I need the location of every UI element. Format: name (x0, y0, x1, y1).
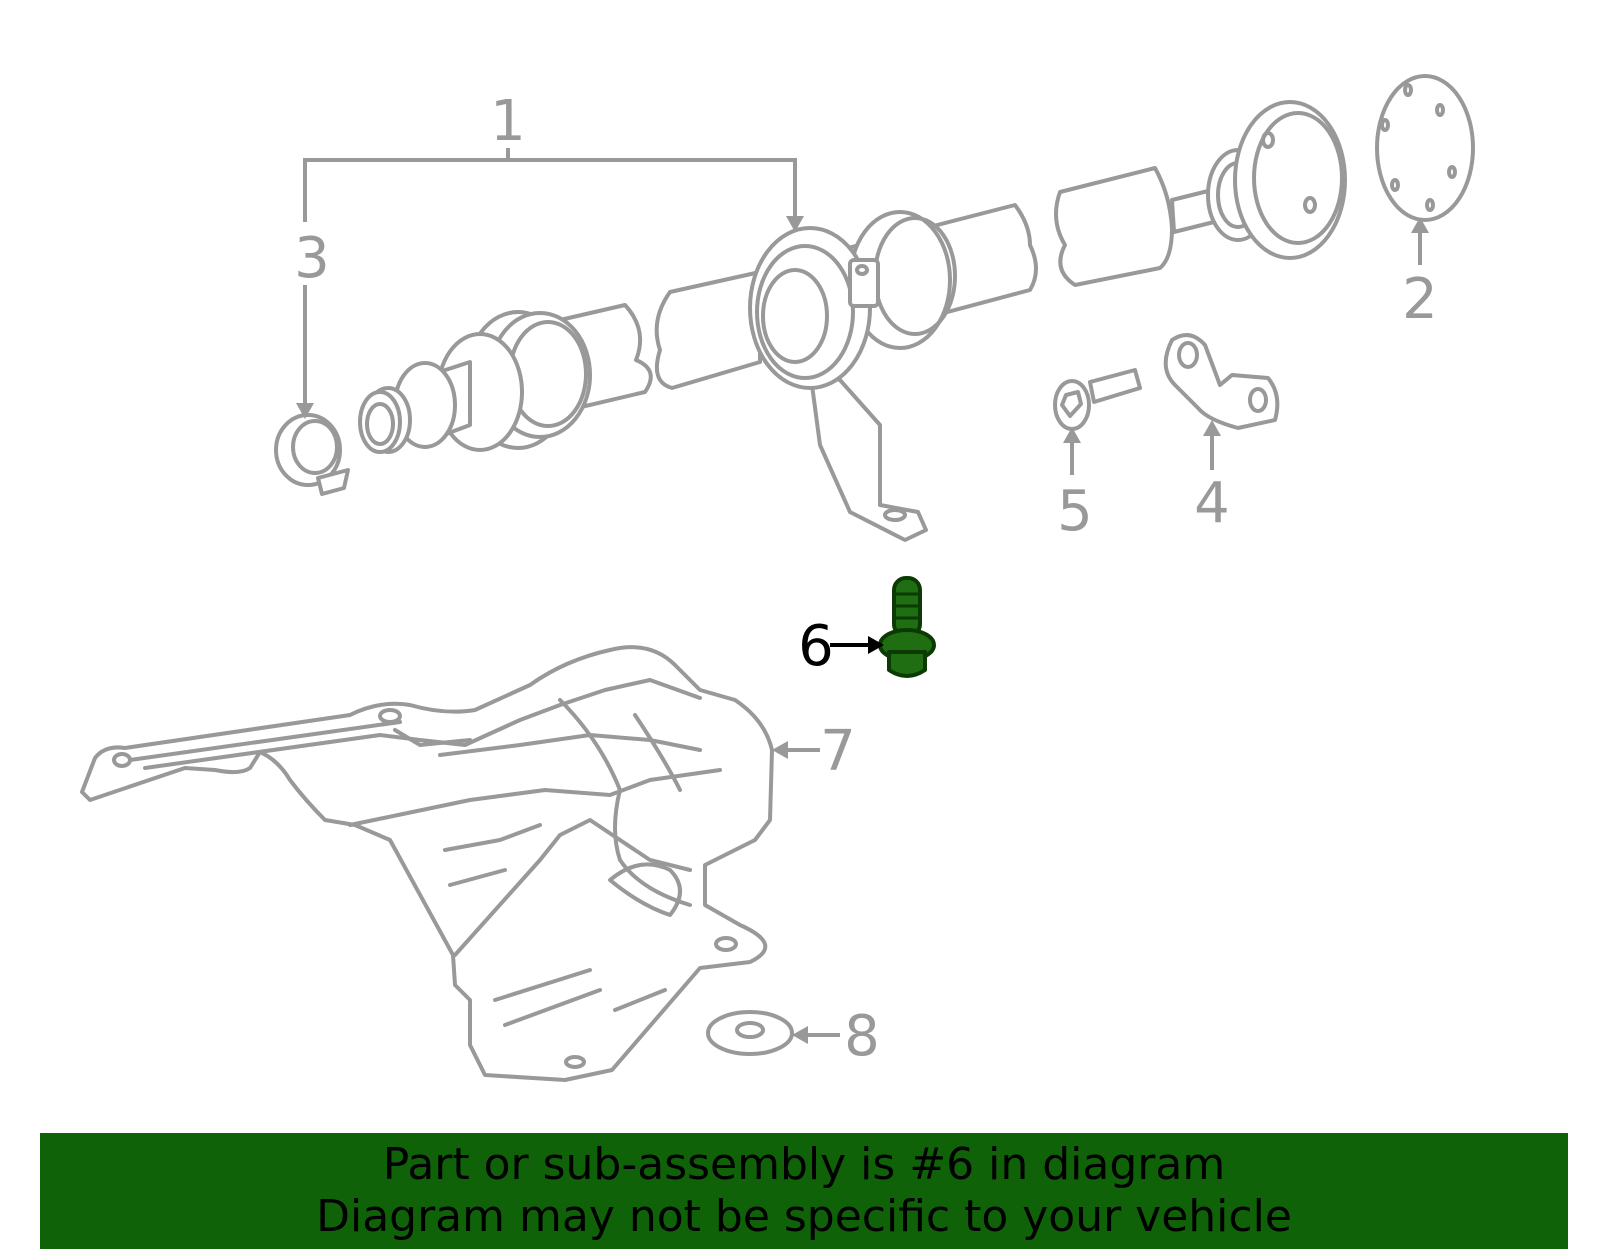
arrowheads (296, 216, 1429, 1044)
arrowhead (772, 741, 788, 759)
callout-2: 2 (1402, 267, 1438, 332)
callout-7: 7 (820, 719, 856, 784)
arrowhead (868, 636, 884, 654)
washer[interactable] (706, 1010, 794, 1056)
arrowhead (1411, 217, 1429, 233)
arrowhead (1063, 427, 1081, 443)
banner-line-1: Part or sub-assembly is #6 in diagram (382, 1139, 1226, 1190)
flex-disc-plate[interactable] (1375, 74, 1475, 222)
arrowhead (792, 1026, 808, 1044)
callout-5: 5 (1057, 479, 1093, 544)
highlighted-bolt-part-6[interactable] (878, 576, 936, 678)
callout-4: 4 (1194, 471, 1230, 536)
heat-shield[interactable] (80, 645, 774, 1082)
arrowhead (296, 403, 314, 419)
callout-1: 1 (490, 89, 526, 154)
clamp[interactable] (274, 413, 350, 496)
banner-line-2: Diagram may not be specific to your vehi… (316, 1191, 1292, 1242)
bolt-part-5[interactable] (1053, 368, 1142, 431)
arrowhead (786, 216, 804, 232)
arrowhead (1203, 420, 1221, 436)
support-bracket[interactable] (1163, 333, 1280, 430)
info-banner: Part or sub-assembly is #6 in diagram Di… (40, 1133, 1568, 1249)
callout-3: 3 (294, 226, 330, 291)
callout-8: 8 (844, 1004, 880, 1069)
callout-6: 6 (798, 614, 834, 679)
drive-shaft-assembly[interactable] (358, 100, 1347, 542)
